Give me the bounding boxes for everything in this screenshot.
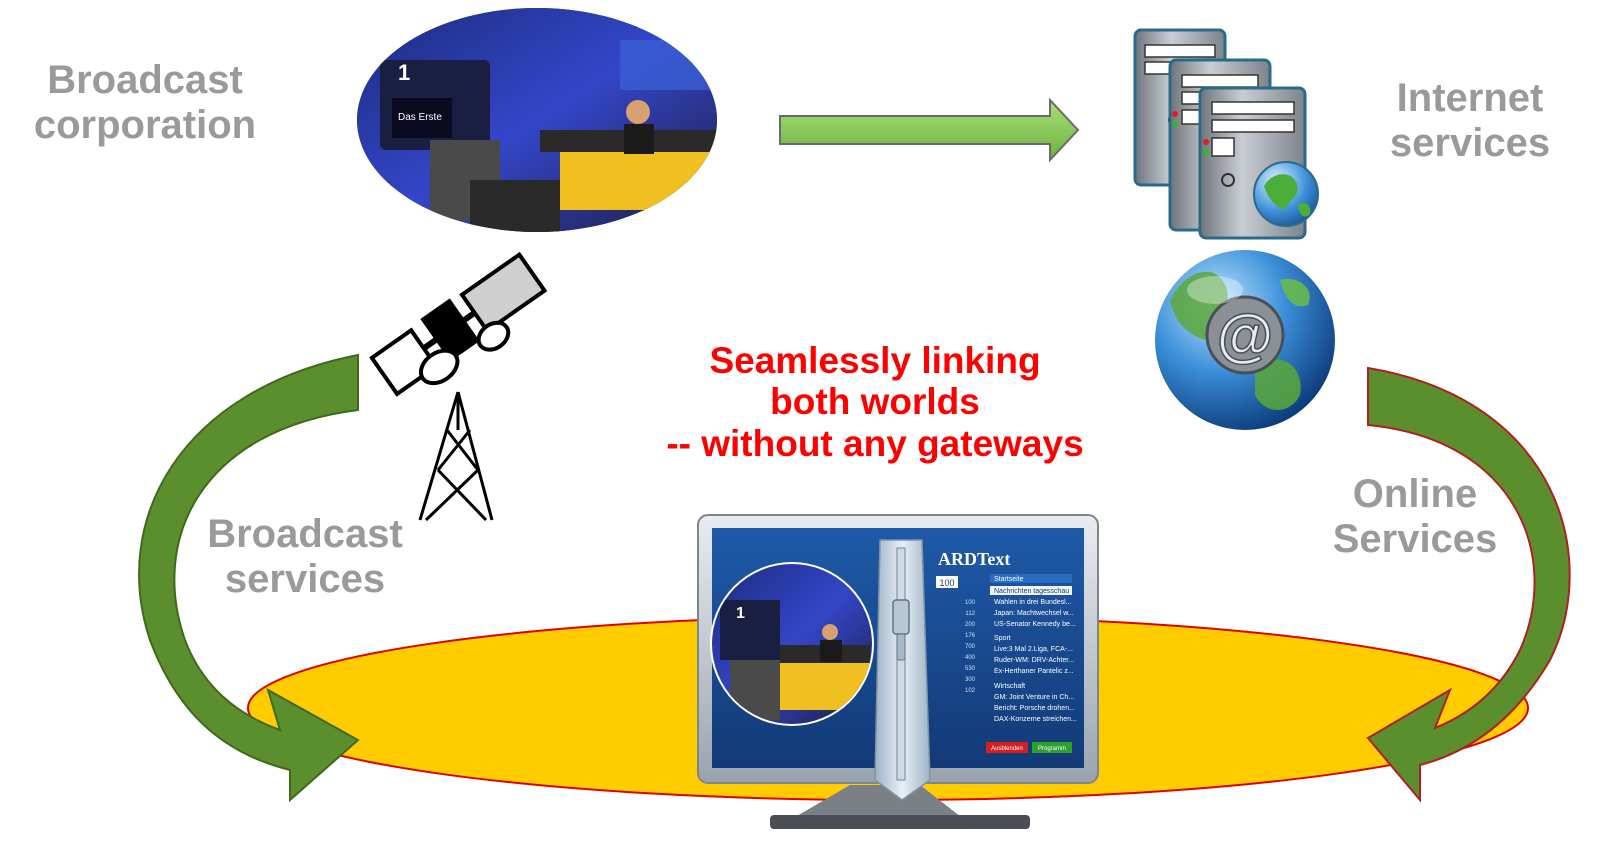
teletext-heading-start: Startseite	[994, 576, 1024, 583]
svg-text:@: @	[1217, 303, 1274, 368]
internet-services-label: Internet services	[1360, 76, 1580, 166]
broadcaster-to-internet-arrow	[779, 97, 1080, 163]
broadcaster-label-line-1: Broadcast	[47, 58, 243, 102]
index-number-5: 700	[965, 644, 976, 650]
hide-button-label: Ausblenden	[991, 746, 1023, 752]
index-number-8: 300	[965, 677, 976, 683]
zipper-graphic	[874, 539, 931, 801]
online-services-label: Online Services	[1290, 472, 1540, 562]
studio-channel-logo: Das Erste	[398, 112, 442, 123]
teletext-news-1: Wahlen in drei Bundesl...	[994, 599, 1072, 606]
online-services-line-1: Online	[1352, 472, 1478, 516]
satellite-icon	[369, 251, 548, 397]
online-services-line-2: Services	[1332, 516, 1498, 561]
broadcaster-label-line-2: corporation	[33, 102, 257, 147]
teletext-news-4: Live:3 Mal 2.Liga, FCA-...	[994, 646, 1073, 653]
smart-tv: ARDText 100 Startseite Nachrichten tages…	[697, 514, 1099, 829]
online-globe-icon: @	[1155, 250, 1335, 430]
teletext-news-3: US-Senator Kennedy be...	[994, 621, 1076, 628]
broadcast-services-line-2: services	[224, 556, 386, 601]
tagline-line-3: -- without any gateways	[666, 422, 1084, 464]
program-button-label: Programm	[1038, 746, 1066, 752]
teletext-news-6: Ex-Herthaner Pantelic z...	[994, 668, 1074, 675]
broadcast-services-line-1: Broadcast	[207, 512, 403, 556]
internet-label-line-1: Internet	[1396, 76, 1544, 120]
teletext-news-7: GM: Joint Venture in Ch...	[994, 694, 1074, 701]
teletext-heading-sport: Sport	[994, 635, 1011, 642]
index-number-2: 112	[965, 611, 975, 617]
teletext-news-8: Bericht: Porsche drohen...	[994, 705, 1075, 712]
broadcaster-label: Broadcast corporation	[0, 58, 290, 148]
svg-text:1: 1	[398, 60, 410, 85]
teletext-page-number: 100	[939, 578, 954, 588]
teletext-news-9: DAX-Konzerne streichen...	[994, 716, 1077, 723]
broadcast-studio-photo: 1 Das Erste	[357, 8, 717, 232]
teletext-heading-economy: Wirtschaft	[994, 683, 1025, 690]
index-number-9: 102	[965, 688, 976, 694]
index-number-6: 400	[965, 655, 976, 661]
small-globe-icon	[1253, 161, 1319, 227]
tv-broadcast-inset: 1	[710, 562, 874, 726]
svg-text:1: 1	[736, 605, 745, 622]
index-number-1: 100	[965, 600, 976, 606]
broadcast-services-label: Broadcast services	[170, 512, 440, 602]
teletext-news-2: Japan: Machtwechsel w...	[994, 610, 1074, 617]
tagline: Seamlessly linking both worlds -- withou…	[600, 340, 1150, 464]
teletext-brand: ARDText	[938, 549, 1010, 569]
index-number-4: 176	[965, 633, 976, 639]
tagline-line-2: both worlds	[770, 381, 980, 423]
antenna-tower-icon	[418, 391, 494, 522]
internet-label-line-2: services	[1389, 120, 1551, 165]
teletext-news-5: Ruder-WM: DRV-Achter...	[994, 657, 1074, 664]
program-button[interactable]	[1032, 742, 1072, 753]
tagline-line-1: Seamlessly linking	[709, 340, 1041, 381]
index-number-3: 200	[965, 622, 976, 628]
teletext-heading-news: Nachrichten tagesschau	[994, 588, 1069, 595]
online-services-arrow	[1366, 366, 1571, 803]
teletext-panel: ARDText 100 Startseite Nachrichten tages…	[936, 549, 1077, 753]
server-stack-icon	[1133, 28, 1319, 240]
hide-button[interactable]	[986, 742, 1028, 753]
broadcast-services-arrow	[138, 353, 360, 803]
index-number-7: 530	[965, 666, 976, 672]
